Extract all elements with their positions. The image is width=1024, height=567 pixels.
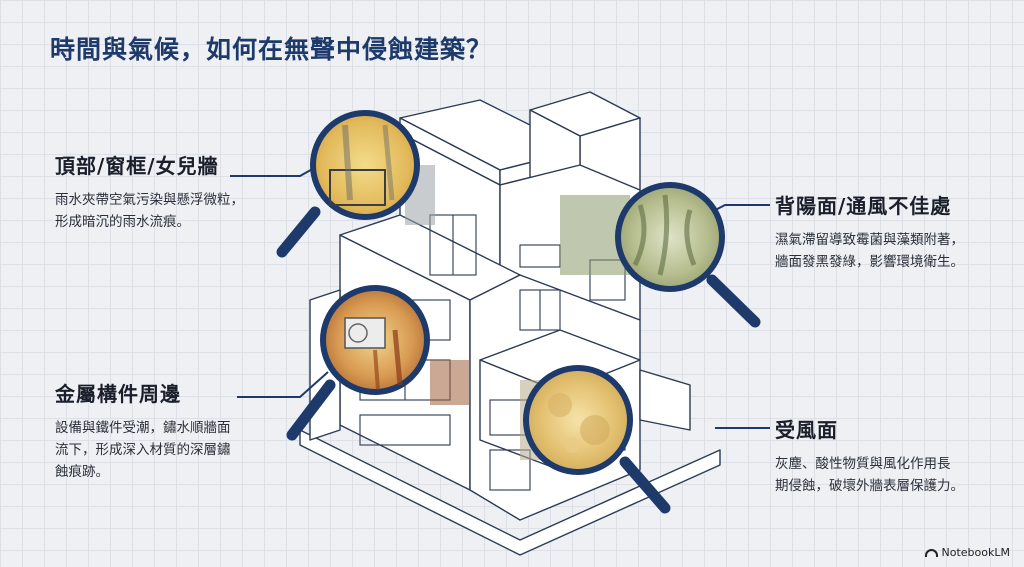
desc-line: 雨水夾帶空氣污染與懸浮微粒，	[55, 192, 244, 208]
watermark: NotebookLM	[924, 546, 1010, 559]
callout-heading: 金屬構件周邊	[55, 382, 181, 406]
desc-line: 設備與鐵件受潮，鏽水順牆面	[55, 420, 231, 436]
magnifier-roof	[276, 110, 420, 258]
page-title: 時間與氣候，如何在無聲中侵蝕建築？	[50, 35, 493, 64]
magnifier-wind	[523, 365, 671, 514]
callout-metal-components: 金屬構件周邊 設備與鐵件受潮，鏽水順牆面 流下，形成深入材質的深層鏽 蝕痕跡。	[55, 378, 290, 483]
notebooklm-logo-icon	[924, 548, 938, 557]
callout-description: 濕氣滯留導致霉菌與藻類附著， 牆面發黑發綠，影響環境衛生。	[775, 229, 990, 273]
callout-windward-side: 受風面 灰塵、酸性物質與風化作用長 期侵蝕，破壞外牆表層保護力。	[775, 414, 1000, 497]
desc-line: 濕氣滯留導致霉菌與藻類附著，	[775, 232, 964, 248]
callout-description: 灰塵、酸性物質與風化作用長 期侵蝕，破壞外牆表層保護力。	[775, 453, 1000, 497]
callout-heading: 背陽面/通風不佳處	[775, 194, 952, 218]
callout-description: 設備與鐵件受潮，鏽水順牆面 流下，形成深入材質的深層鏽 蝕痕跡。	[55, 417, 290, 483]
callout-description: 雨水夾帶空氣污染與懸浮微粒， 形成暗沉的雨水流痕。	[55, 189, 285, 233]
desc-line: 形成暗沉的雨水流痕。	[55, 214, 190, 230]
magnifier-metal	[286, 285, 430, 441]
callout-shaded-side: 背陽面/通風不佳處 濕氣滯留導致霉菌與藻類附著， 牆面發黑發綠，影響環境衛生。	[775, 190, 990, 273]
desc-line: 牆面發黑發綠，影響環境衛生。	[775, 254, 964, 270]
callout-roof-window-parapet: 頂部/窗框/女兒牆 雨水夾帶空氣污染與懸浮微粒， 形成暗沉的雨水流痕。	[55, 150, 285, 233]
desc-line: 灰塵、酸性物質與風化作用長	[775, 456, 951, 472]
callout-heading: 頂部/窗框/女兒牆	[55, 154, 219, 178]
magnifier-shade	[615, 182, 761, 328]
desc-line: 流下，形成深入材質的深層鏽	[55, 442, 231, 458]
watermark-text: NotebookLM	[941, 546, 1010, 559]
desc-line: 蝕痕跡。	[55, 464, 109, 480]
desc-line: 期侵蝕，破壞外牆表層保護力。	[775, 478, 964, 494]
callout-heading: 受風面	[775, 418, 838, 442]
